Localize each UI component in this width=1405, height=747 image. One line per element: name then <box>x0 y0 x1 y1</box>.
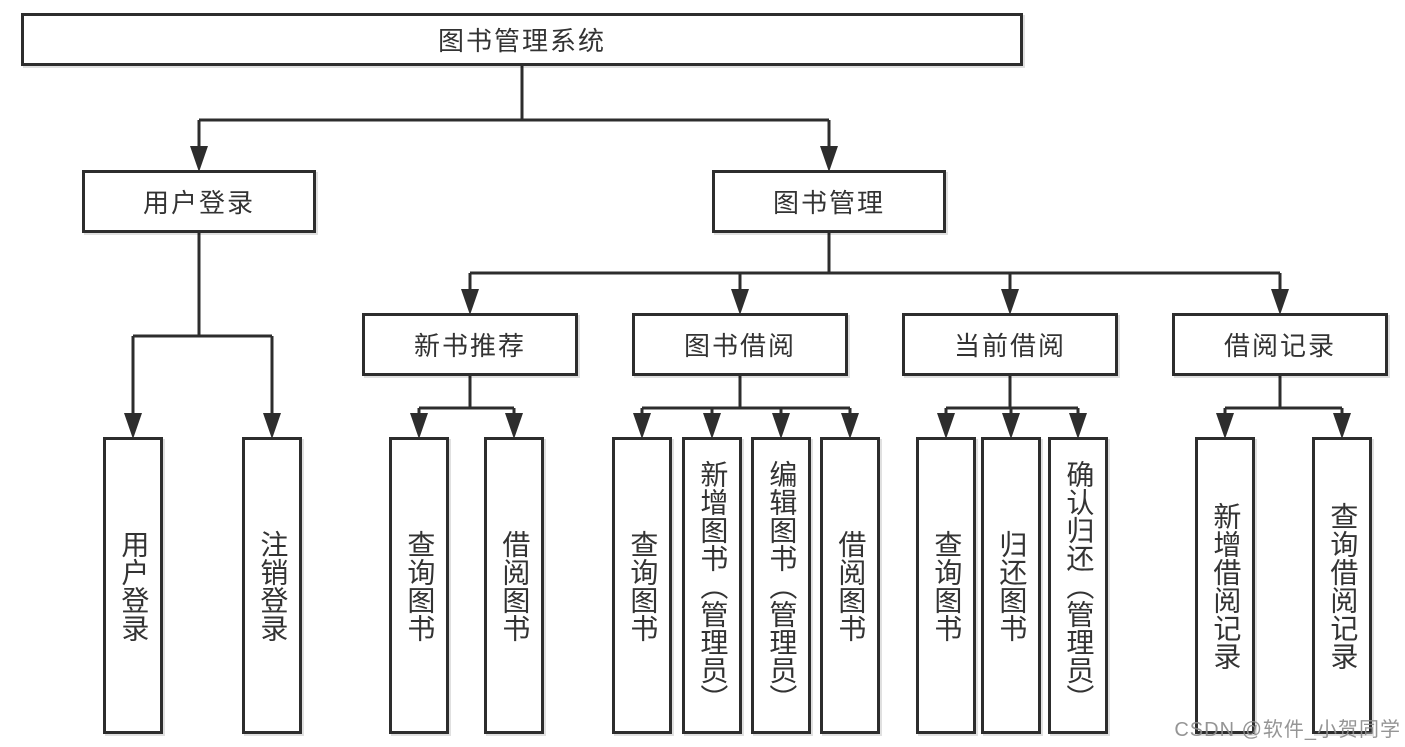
node-current-borrowing: 当前借阅 <box>902 313 1118 376</box>
node-label: 新增图书（管理员） <box>697 459 729 712</box>
node-leaf-user-login: 用户登录 <box>103 437 163 734</box>
node-leaf-borrow-books-recommend: 借阅图书 <box>484 437 544 734</box>
node-new-book-recommendation: 新书推荐 <box>362 313 578 376</box>
connector-lines <box>131 64 1344 418</box>
node-leaf-confirm-return-admin: 确认归还（管理员） <box>1048 437 1108 734</box>
watermark: CSDN @软件_小贺同学 <box>1174 719 1401 741</box>
node-leaf-borrow-books-borrowing: 借阅图书 <box>820 437 880 734</box>
node-leaf-add-borrow-record: 新增借阅记录 <box>1195 437 1255 734</box>
node-book-borrowing: 图书借阅 <box>632 313 848 376</box>
node-label: 查询图书 <box>404 529 436 642</box>
node-leaf-query-borrow-record: 查询借阅记录 <box>1312 437 1372 734</box>
node-label: 查询借阅记录 <box>1327 501 1359 670</box>
node-leaf-return-books: 归还图书 <box>981 437 1041 734</box>
node-leaf-add-books-admin: 新增图书（管理员） <box>682 437 742 734</box>
node-leaf-query-books-borrowing: 查询图书 <box>612 437 672 734</box>
node-user-login: 用户登录 <box>82 170 316 233</box>
node-label: 当前借阅 <box>953 331 1066 361</box>
node-label: 新增借阅记录 <box>1210 501 1242 670</box>
node-label: 归还图书 <box>996 529 1028 642</box>
node-leaf-query-books-recommend: 查询图书 <box>389 437 449 734</box>
node-label: 图书借阅 <box>683 331 796 361</box>
node-label: 确认归还（管理员） <box>1063 459 1095 712</box>
arrowheads <box>124 146 1351 439</box>
node-label: 图书管理 <box>772 188 885 218</box>
node-leaf-edit-books-admin: 编辑图书（管理员） <box>751 437 811 734</box>
node-book-management: 图书管理 <box>712 170 946 233</box>
node-label: 借阅图书 <box>835 529 867 642</box>
node-leaf-query-books-current: 查询图书 <box>916 437 976 734</box>
node-label: 用户登录 <box>142 188 255 218</box>
node-label: 编辑图书（管理员） <box>766 459 798 712</box>
node-label: 注销登录 <box>257 529 289 642</box>
node-label: 借阅记录 <box>1223 331 1336 361</box>
node-leaf-logout: 注销登录 <box>242 437 302 734</box>
node-label: 新书推荐 <box>413 331 526 361</box>
node-label: 借阅图书 <box>499 529 531 642</box>
node-label: 查询图书 <box>627 529 659 642</box>
node-borrowing-records: 借阅记录 <box>1172 313 1388 376</box>
node-label: 图书管理系统 <box>437 26 606 56</box>
node-library-management-system: 图书管理系统 <box>21 13 1023 66</box>
node-label: 用户登录 <box>118 529 150 642</box>
node-label: 查询图书 <box>931 529 963 642</box>
